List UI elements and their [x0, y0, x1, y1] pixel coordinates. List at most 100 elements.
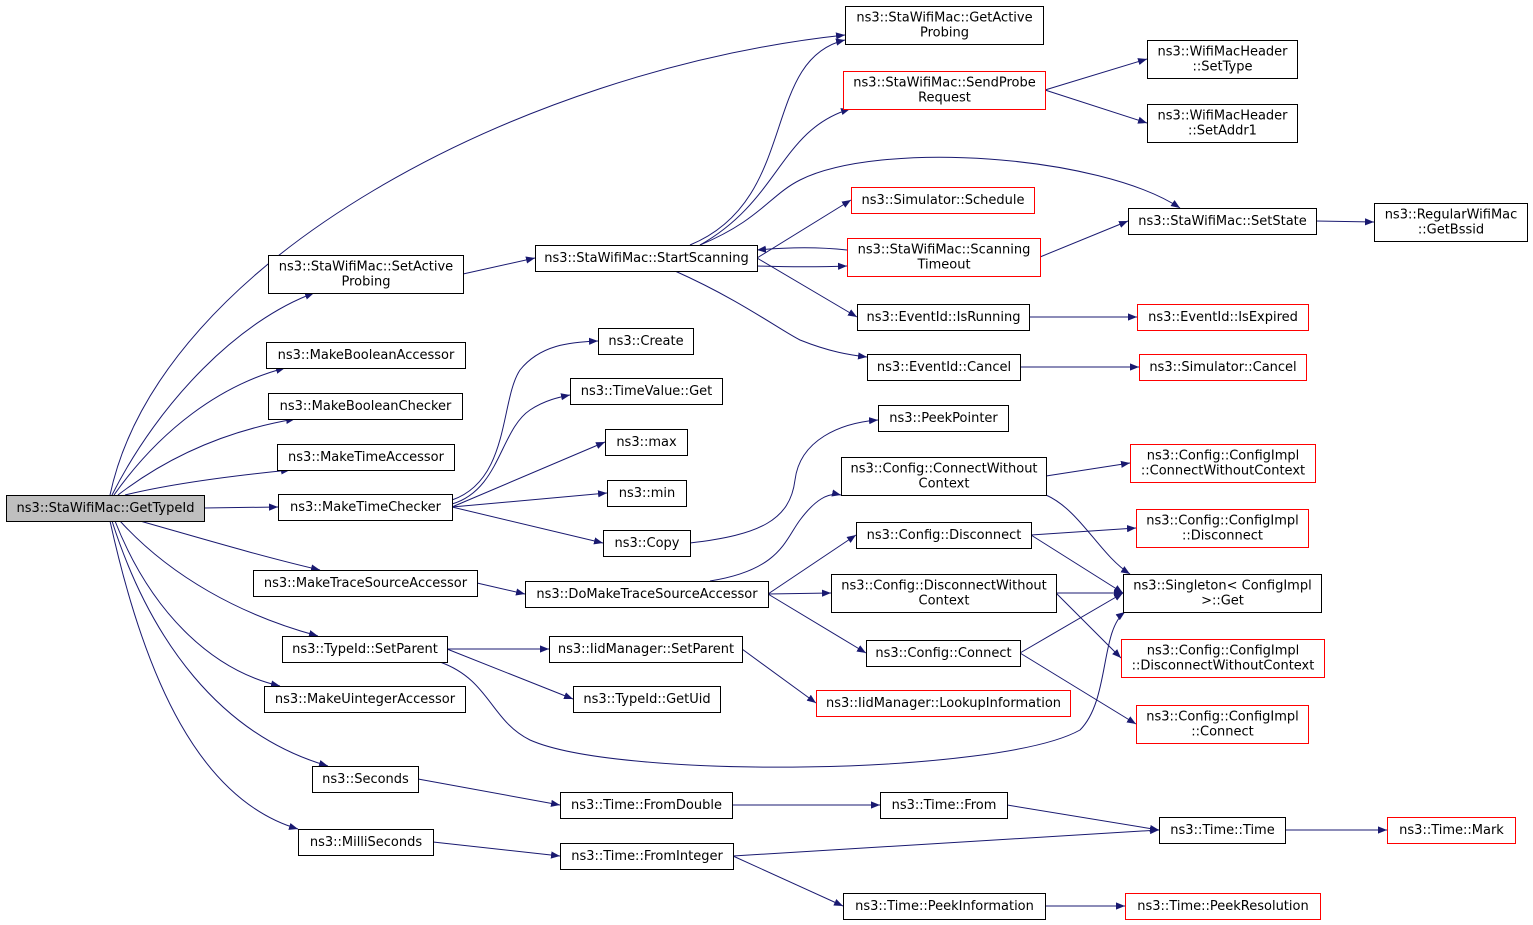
edge-fromInteger-to-peekInformation	[732, 855, 844, 907]
node-makeBoolChecker[interactable]: ns3::MakeBooleanChecker	[268, 393, 463, 420]
node-isRunning[interactable]: ns3::EventId::IsRunning	[857, 304, 1030, 331]
node-label: ns3::Config::ConfigImpl	[1147, 449, 1300, 464]
node-label: ns3::MakeBooleanChecker	[280, 399, 452, 414]
node-label: ns3::Config::ConfigImpl	[1147, 644, 1300, 659]
node-max[interactable]: ns3::max	[605, 429, 688, 456]
node-connectWithoutContext[interactable]: ns3::Config::ConnectWithoutContext	[841, 457, 1047, 496]
node-label: ns3::Simulator::Schedule	[861, 193, 1024, 208]
node-lookupInformation[interactable]: ns3::IidManager::LookupInformation	[816, 690, 1071, 717]
node-label: ::SetType	[1193, 60, 1253, 75]
edge-root-to-makeBoolChecker	[117, 416, 296, 496]
edge-copy-to-peekPointer	[689, 417, 879, 544]
node-implConnect[interactable]: ns3::Config::ConfigImpl::Connect	[1136, 705, 1309, 744]
node-box	[549, 636, 743, 663]
node-configDisconnect[interactable]: ns3::Config::Disconnect	[856, 522, 1032, 549]
edge-makeTimeChecker-to-min	[451, 490, 608, 508]
node-doMakeTraceSourceAccessor[interactable]: ns3::DoMakeTraceSourceAccessor	[525, 581, 769, 608]
node-label: ns3::Copy	[614, 536, 679, 551]
node-milliSeconds[interactable]: ns3::MilliSeconds	[298, 829, 434, 856]
node-timeTime[interactable]: ns3::Time::Time	[1159, 817, 1286, 844]
node-box	[1136, 509, 1309, 548]
node-label: ns3::StaWifiMac::GetTypeId	[17, 501, 195, 516]
node-label: ns3::Time::PeekResolution	[1137, 899, 1308, 914]
edge-configDisconnect-to-singletonGet	[1030, 534, 1124, 594]
node-disconnectWithoutContext[interactable]: ns3::Config::DisconnectWithoutContext	[831, 574, 1057, 613]
node-create[interactable]: ns3::Create	[598, 328, 694, 355]
node-label: ns3::EventId::IsRunning	[866, 310, 1020, 325]
node-configConnect[interactable]: ns3::Config::Connect	[866, 640, 1021, 667]
node-setState[interactable]: ns3::StaWifiMac::SetState	[1128, 208, 1317, 235]
node-label: ns3::StaWifiMac::GetActive	[856, 11, 1032, 26]
node-timeFrom[interactable]: ns3::Time::From	[880, 792, 1008, 819]
node-seconds[interactable]: ns3::Seconds	[312, 766, 419, 793]
node-box	[1374, 203, 1528, 242]
node-timeValueGet[interactable]: ns3::TimeValue::Get	[570, 378, 723, 405]
node-implDisconnect[interactable]: ns3::Config::ConfigImpl::Disconnect	[1136, 509, 1309, 548]
edges-layer	[109, 32, 1387, 910]
node-label: ns3::DoMakeTraceSourceAccessor	[536, 587, 758, 602]
node-box	[282, 636, 448, 663]
node-label: ns3::Time::Time	[1170, 823, 1274, 838]
node-label: ::ConnectWithoutContext	[1141, 464, 1305, 479]
node-makeTimeAccessor[interactable]: ns3::MakeTimeAccessor	[277, 444, 455, 471]
node-getBssid[interactable]: ns3::RegularWifiMac::GetBssid	[1374, 203, 1528, 242]
node-fromInteger[interactable]: ns3::Time::FromInteger	[560, 843, 734, 870]
node-setAddr1[interactable]: ns3::WifiMacHeader::SetAddr1	[1147, 104, 1298, 143]
node-root[interactable]: ns3::StaWifiMac::GetTypeId	[6, 495, 205, 522]
node-label: ns3::min	[619, 486, 676, 501]
edge-configConnect-to-implConnect	[1019, 652, 1137, 725]
node-box	[535, 245, 758, 272]
edge-root-to-seconds	[111, 520, 329, 767]
node-eventCancel[interactable]: ns3::EventId::Cancel	[867, 354, 1021, 381]
node-box	[843, 893, 1046, 920]
node-box	[880, 792, 1008, 819]
node-label: ns3::RegularWifiMac	[1385, 208, 1518, 223]
node-implDisconnectWithoutContext[interactable]: ns3::Config::ConfigImpl::DisconnectWitho…	[1121, 639, 1325, 678]
node-box	[1121, 639, 1325, 678]
edge-root-to-setActiveProbing	[111, 292, 315, 496]
edge-root-to-getActiveProbing	[109, 32, 846, 496]
node-setType[interactable]: ns3::WifiMacHeader::SetType	[1147, 40, 1298, 79]
node-iidSetParent[interactable]: ns3::IidManager::SetParent	[549, 636, 743, 663]
node-makeTimeChecker[interactable]: ns3::MakeTimeChecker	[278, 494, 453, 521]
node-peekPointer[interactable]: ns3::PeekPointer	[878, 405, 1009, 432]
node-box	[605, 429, 688, 456]
node-label: ns3::MakeTimeAccessor	[288, 450, 445, 465]
node-implConnectWithoutContext[interactable]: ns3::Config::ConfigImpl::ConnectWithoutC…	[1130, 444, 1316, 483]
node-typeIdSetParent[interactable]: ns3::TypeId::SetParent	[282, 636, 448, 663]
node-getUid[interactable]: ns3::TypeId::GetUid	[573, 686, 721, 713]
nodes-layer: ns3::StaWifiMac::GetTypeId ns3::StaWifiMa…	[6, 6, 1528, 920]
node-startScanning[interactable]: ns3::StaWifiMac::StartScanning	[535, 245, 758, 272]
node-makeTraceSourceAccessor[interactable]: ns3::MakeTraceSourceAccessor	[253, 570, 478, 597]
node-singletonGet[interactable]: ns3::Singleton< ConfigImpl>::Get	[1123, 574, 1322, 613]
node-makeUintegerAccessor[interactable]: ns3::MakeUintegerAccessor	[264, 686, 466, 713]
node-simCancel[interactable]: ns3::Simulator::Cancel	[1139, 354, 1307, 381]
edge-connectWithoutContext-to-singletonGet	[1045, 494, 1131, 575]
node-min[interactable]: ns3::min	[607, 480, 687, 507]
node-box	[312, 766, 419, 793]
node-timeMark[interactable]: ns3::Time::Mark	[1387, 817, 1516, 844]
node-box	[6, 495, 205, 522]
node-label: ns3::Singleton< ConfigImpl	[1133, 579, 1311, 594]
node-label: ::DisconnectWithoutContext	[1132, 659, 1315, 674]
node-box	[857, 304, 1030, 331]
node-label: ns3::Time::FromInteger	[571, 849, 723, 864]
edge-disconnectWithoutContext-to-implDisconnectWithoutContext	[1055, 592, 1122, 659]
node-fromDouble[interactable]: ns3::Time::FromDouble	[560, 792, 733, 819]
node-makeBoolAccessor[interactable]: ns3::MakeBooleanAccessor	[266, 342, 466, 369]
edge-startScanning-to-sendProbeRequest	[699, 108, 851, 246]
node-label: ns3::MilliSeconds	[310, 835, 423, 850]
node-simSchedule[interactable]: ns3::Simulator::Schedule	[851, 187, 1035, 214]
node-isExpired[interactable]: ns3::EventId::IsExpired	[1137, 304, 1309, 331]
node-label: ::Connect	[1191, 725, 1254, 740]
edge-fromInteger-to-timeTime	[732, 826, 1160, 857]
node-peekResolution[interactable]: ns3::Time::PeekResolution	[1125, 893, 1321, 920]
node-label: Request	[918, 91, 971, 106]
node-peekInformation[interactable]: ns3::Time::PeekInformation	[843, 893, 1046, 920]
node-copy[interactable]: ns3::Copy	[603, 530, 691, 557]
node-box	[851, 187, 1035, 214]
